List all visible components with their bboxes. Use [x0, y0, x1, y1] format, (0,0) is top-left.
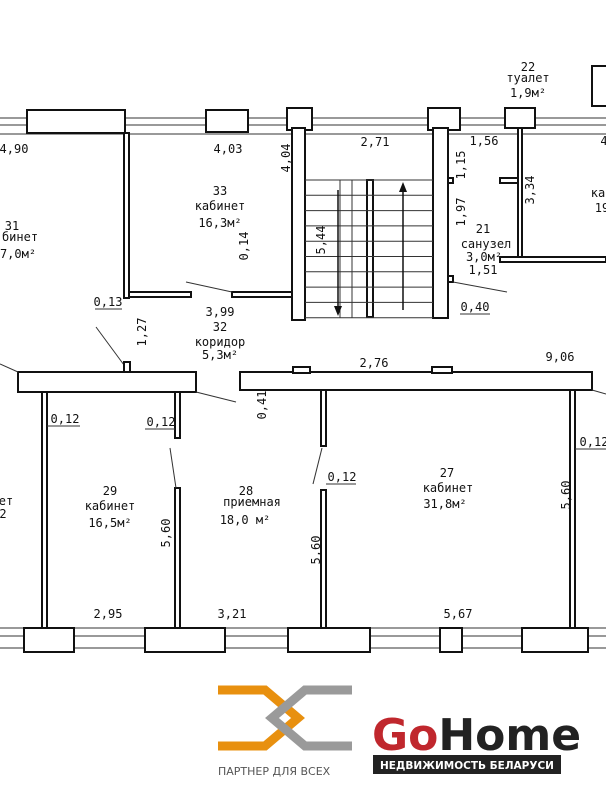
gohome-logo: GoHome НЕДВИЖИМОСТЬ БЕЛАРУСИ — [372, 710, 581, 774]
room-28-area: 18,0 м² — [220, 513, 271, 527]
dim-label: 1,15 — [454, 151, 468, 180]
dim-label: 1,51 — [469, 263, 498, 277]
dim-label: 0,14 — [237, 232, 251, 261]
room-22-name: туалет — [506, 71, 549, 85]
room-29-name: кабинет — [85, 499, 136, 513]
dim-label: 4,03 — [214, 142, 243, 156]
room-29-number: 29 — [103, 484, 117, 498]
top-exterior-wall — [0, 65, 606, 135]
room-labels: 22 туалет 1,9м² 33 кабинет 16,3м² 31 бин… — [0, 60, 606, 530]
room-21-area: 3,0м² — [466, 250, 502, 264]
dim-label: 2,71 — [361, 135, 390, 149]
dim-label: 0,12 — [147, 415, 176, 429]
dim-label: 0,12 — [580, 435, 606, 449]
room-partial-left-area: 2 — [0, 507, 7, 521]
room-33-area: 16,3м² — [198, 216, 241, 230]
bottom-exterior-wall — [0, 627, 606, 653]
room-partial-right-area: 19 — [595, 201, 606, 215]
room-29-area: 16,5м² — [88, 516, 131, 530]
room-32-number: 32 — [213, 320, 227, 334]
room-partial-left-name: ет — [0, 494, 13, 508]
dim-label: 3,34 — [523, 176, 537, 205]
lower-interior-walls — [41, 389, 576, 631]
room-28-name: приемная — [223, 495, 281, 509]
partner-logo-mark-gray — [265, 685, 352, 751]
room-31-name: бинет — [2, 230, 38, 244]
dimension-labels: 4,90 4,03 2,71 1,56 4 1,51 0,13 3,99 0,4… — [0, 134, 606, 621]
staircase — [291, 127, 449, 321]
gohome-go: Go — [372, 710, 438, 761]
gohome-home: Home — [438, 710, 581, 761]
dim-label: 0,41 — [255, 391, 269, 420]
room-27-area: 31,8м² — [423, 497, 466, 511]
dim-label: 1,56 — [470, 134, 499, 148]
room-28-number: 28 — [239, 484, 253, 498]
room-33-name: кабинет — [195, 199, 246, 213]
dim-label: 4,90 — [0, 142, 28, 156]
room-partial-right-name: ка — [591, 186, 605, 200]
dim-label: 5,60 — [159, 519, 173, 548]
room-27-name: кабинет — [423, 481, 474, 495]
dim-label: 0,12 — [328, 470, 357, 484]
dim-label: 0,13 — [94, 295, 123, 309]
gohome-tagline: НЕДВИЖИМОСТЬ БЕЛАРУСИ — [380, 760, 554, 772]
dim-label: 5,60 — [559, 481, 573, 510]
partner-logo: ПАРТНЕР ДЛЯ ВСЕХ — [218, 685, 352, 778]
vertical-dimension-labels: 4,04 5,44 1,15 1,97 3,34 0,14 1,27 0,41 … — [135, 144, 573, 565]
room-21-number: 21 — [476, 222, 490, 236]
room-33-number: 33 — [213, 184, 227, 198]
room-27-number: 27 — [440, 466, 454, 480]
dim-label: 4 — [600, 134, 606, 148]
room-32-name: коридор — [195, 335, 246, 349]
dim-label: 9,06 — [546, 350, 575, 364]
room-21-name: санузел — [461, 237, 512, 251]
dim-label: 3,99 — [206, 305, 235, 319]
dim-label: 1,97 — [454, 198, 468, 227]
dim-label: 4,04 — [279, 144, 293, 173]
dim-label: 1,27 — [135, 318, 149, 347]
dim-label: 2,95 — [94, 607, 123, 621]
dim-label: 5,60 — [309, 536, 323, 565]
middle-corridor-wall — [0, 363, 606, 403]
svg-text:GoHome: GoHome — [372, 710, 581, 761]
room-32-area: 5,3м² — [202, 348, 238, 362]
dim-label: 3,21 — [218, 607, 247, 621]
dim-label: 0,40 — [461, 300, 490, 314]
dim-label: 5,44 — [314, 226, 328, 255]
dim-label: 5,67 — [444, 607, 473, 621]
room-22-area: 1,9м² — [510, 86, 546, 100]
room-22-number: 22 — [521, 60, 535, 74]
gohome-tagline-bar — [373, 755, 561, 774]
partner-logo-mark-orange — [218, 685, 305, 751]
partner-tagline: ПАРТНЕР ДЛЯ ВСЕХ — [218, 765, 331, 778]
dim-label: 2,76 — [360, 356, 389, 370]
dim-label: 0,12 — [51, 412, 80, 426]
room-31-number: 31 — [5, 219, 19, 233]
room-31-area: 7,0м² — [0, 247, 36, 261]
upper-interior-walls — [95, 127, 606, 373]
